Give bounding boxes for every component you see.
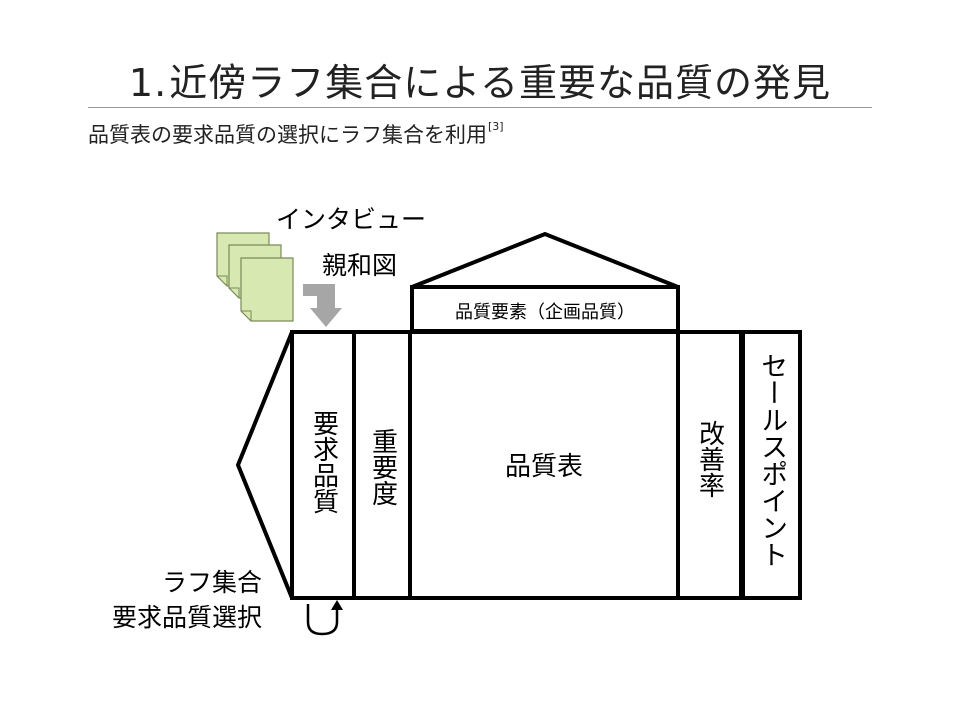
caption-line-selection: 要求品質選択 bbox=[111, 603, 262, 632]
slide-subtitle: 品質表の要求品質の選択にラフ集合を利用[3] bbox=[88, 119, 504, 149]
improvement-rate-label: 改善率 bbox=[694, 420, 725, 498]
rough-set-caption: ラフ集合 要求品質選択 bbox=[112, 565, 262, 635]
importance-label: 重要度 bbox=[367, 428, 398, 506]
document-stack-icon bbox=[216, 232, 294, 322]
requirement-quality-label: 要求品質 bbox=[308, 410, 339, 514]
roof-triangle bbox=[411, 231, 679, 289]
caption-line-rough-set: ラフ集合 bbox=[161, 568, 262, 597]
slide-title: 1.近傍ラフ集合による重要な品質の発見 bbox=[0, 52, 960, 107]
title-divider bbox=[88, 107, 872, 108]
affinity-diagram-label: 親和図 bbox=[322, 251, 398, 280]
subtitle-text: 品質表の要求品質の選択にラフ集合を利用 bbox=[88, 123, 487, 147]
title-text: 近傍ラフ集合による重要な品質の発見 bbox=[169, 61, 832, 105]
salespoint-label: セールスポイント bbox=[756, 352, 788, 568]
interview-label: インタビュー bbox=[276, 205, 427, 234]
quality-element-label: 品質要素（企画品質） bbox=[455, 302, 635, 323]
left-wedge bbox=[235, 331, 294, 599]
citation-ref: [3] bbox=[488, 120, 504, 133]
loop-arrow-icon bbox=[306, 600, 343, 636]
down-arrow-icon bbox=[303, 284, 342, 327]
salespoint-column-frame bbox=[741, 330, 802, 600]
quality-table-label: 品質表 bbox=[504, 451, 583, 482]
title-number: 1. bbox=[128, 61, 168, 105]
